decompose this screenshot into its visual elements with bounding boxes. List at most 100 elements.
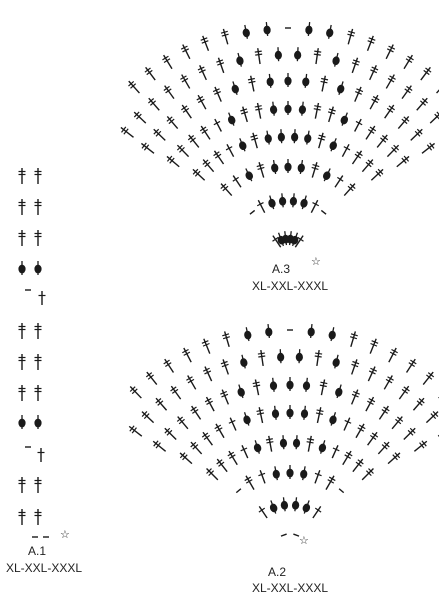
double-crochet-symbol xyxy=(334,175,344,188)
bobble-symbol xyxy=(297,159,305,175)
treble-crochet-symbol xyxy=(180,44,191,60)
treble-crochet-symbol xyxy=(350,389,360,405)
bobble-symbol xyxy=(323,168,331,182)
treble-crochet-symbol xyxy=(416,97,428,111)
double-crochet-symbol xyxy=(38,291,46,305)
bobble-symbol xyxy=(300,405,309,420)
treble-crochet-symbol xyxy=(153,128,166,141)
double-crochet-symbol xyxy=(225,144,235,157)
treble-crochet-symbol xyxy=(152,440,167,452)
treble-crochet-symbol xyxy=(256,162,265,178)
treble-crochet-symbol xyxy=(34,230,42,246)
treble-crochet-symbol xyxy=(120,126,134,138)
treble-crochet-symbol xyxy=(412,397,425,411)
treble-crochet-symbol xyxy=(181,104,192,119)
a3-label: A.3 xyxy=(272,262,291,276)
bobble-symbol xyxy=(236,52,244,67)
treble-crochet-symbol xyxy=(164,427,177,441)
treble-crochet-symbol xyxy=(386,144,400,158)
treble-crochet-symbol xyxy=(355,423,366,439)
bobble-symbol xyxy=(302,500,311,514)
treble-crochet-symbol xyxy=(385,74,396,89)
treble-crochet-symbol xyxy=(343,183,356,197)
bobble-symbol xyxy=(286,465,294,479)
treble-crochet-symbol xyxy=(199,125,211,140)
treble-crochet-symbol xyxy=(361,468,374,481)
treble-crochet-symbol xyxy=(128,80,140,94)
bobble-symbol xyxy=(269,377,278,392)
bobble-symbol xyxy=(295,349,303,364)
treble-crochet-symbol xyxy=(403,54,414,70)
treble-crochet-symbol xyxy=(421,142,436,154)
chain-symbol xyxy=(338,488,345,494)
bobble-symbol xyxy=(318,440,327,454)
bobble-symbol xyxy=(289,193,298,208)
treble-crochet-symbol xyxy=(18,509,26,525)
bobble-symbol xyxy=(332,52,340,67)
treble-crochet-symbol xyxy=(351,57,360,74)
bobble-symbol xyxy=(266,73,274,88)
double-crochet-symbol xyxy=(312,506,322,519)
treble-crochet-symbol xyxy=(140,142,155,154)
a3-start-star: ☆ xyxy=(311,256,321,268)
treble-crochet-symbol xyxy=(18,199,26,215)
treble-crochet-symbol xyxy=(240,106,249,123)
bobble-symbol xyxy=(337,81,345,95)
treble-crochet-symbol xyxy=(18,230,26,246)
bobble-symbol xyxy=(329,412,337,426)
bobble-symbol xyxy=(328,327,336,342)
treble-crochet-symbol xyxy=(342,450,353,466)
treble-crochet-symbol xyxy=(385,44,396,60)
treble-crochet-symbol xyxy=(196,94,207,110)
treble-crochet-symbol xyxy=(351,150,363,165)
bobble-symbol xyxy=(18,261,26,275)
bobble-symbol xyxy=(291,497,300,512)
treble-crochet-symbol xyxy=(320,75,329,92)
treble-crochet-symbol xyxy=(361,159,374,173)
treble-crochet-symbol xyxy=(220,28,229,45)
treble-crochet-symbol xyxy=(367,431,379,446)
treble-crochet-symbol xyxy=(254,48,263,65)
treble-crochet-symbol xyxy=(186,375,197,390)
bobble-symbol xyxy=(264,130,272,145)
treble-crochet-symbol xyxy=(315,407,324,424)
treble-crochet-symbol xyxy=(250,132,259,149)
bobble-symbol xyxy=(340,112,349,126)
chain-symbol xyxy=(249,209,256,215)
treble-crochet-symbol xyxy=(265,435,274,452)
bobble-symbol xyxy=(279,435,288,450)
bobble-symbol xyxy=(227,112,236,126)
diagram-a1 xyxy=(18,168,49,538)
a1-label: A.1 xyxy=(28,544,47,558)
treble-crochet-symbol xyxy=(413,440,428,452)
bobble-symbol xyxy=(271,159,279,175)
chain-symbol xyxy=(293,533,300,537)
treble-crochet-symbol xyxy=(179,452,193,465)
treble-crochet-symbol xyxy=(128,425,143,437)
bobble-symbol xyxy=(277,129,285,144)
treble-crochet-symbol xyxy=(366,35,376,52)
bobble-symbol xyxy=(300,466,308,481)
treble-crochet-symbol xyxy=(410,128,423,141)
bobble-symbol xyxy=(300,195,308,210)
double-crochet-symbol xyxy=(272,235,282,248)
treble-crochet-symbol xyxy=(313,102,322,119)
treble-crochet-symbol xyxy=(220,389,230,405)
treble-crochet-symbol xyxy=(254,102,263,119)
bobble-symbol xyxy=(239,138,247,152)
treble-crochet-symbol xyxy=(388,347,398,363)
bobble-symbol xyxy=(34,261,42,275)
double-crochet-symbol xyxy=(331,445,340,459)
treble-crochet-symbol xyxy=(34,354,42,370)
double-crochet-symbol xyxy=(258,469,266,484)
double-crochet-symbol xyxy=(341,144,351,157)
bobble-symbol xyxy=(284,159,292,173)
bobble-symbol xyxy=(280,497,289,512)
treble-crochet-symbol xyxy=(163,85,175,100)
treble-crochet-symbol xyxy=(387,452,401,465)
treble-crochet-symbol xyxy=(369,65,379,81)
treble-crochet-symbol xyxy=(227,450,238,466)
treble-crochet-symbol xyxy=(34,477,42,493)
treble-crochet-symbol xyxy=(190,441,203,455)
bobble-symbol xyxy=(231,81,239,95)
